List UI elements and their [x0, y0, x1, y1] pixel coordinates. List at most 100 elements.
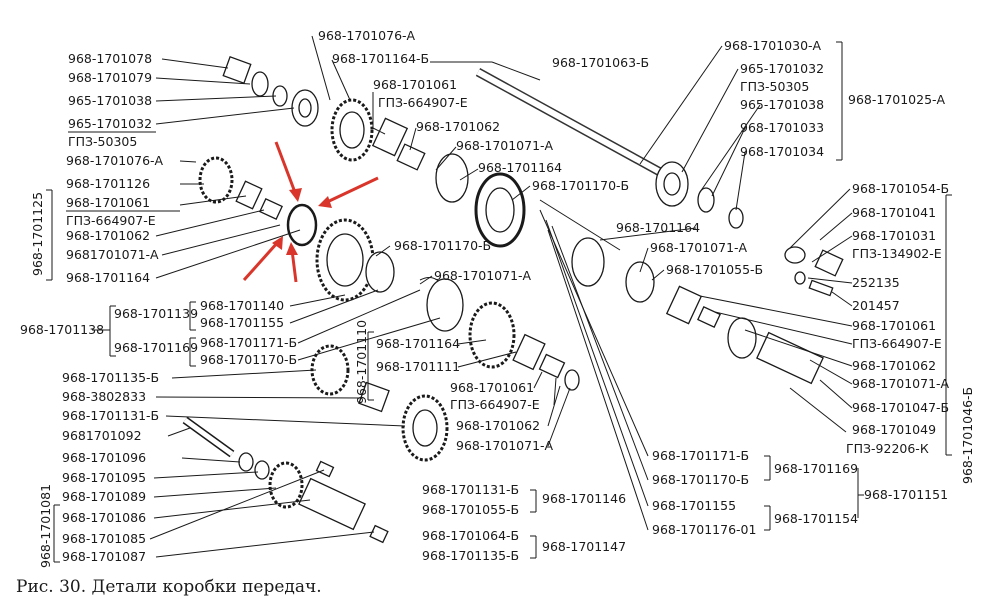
- label: 968-1701031: [852, 228, 936, 243]
- label: 968-1701061: [450, 380, 534, 395]
- countershaft-part: [298, 477, 366, 531]
- label: 9681701071-А: [66, 247, 159, 262]
- reverse-gear-part: [310, 344, 350, 396]
- label: 968-1701033: [740, 120, 824, 135]
- group-label: 968-1701138: [20, 322, 104, 337]
- lock-plate-part: [784, 246, 806, 264]
- bolt-part: [808, 279, 834, 297]
- label: 968-1701164: [376, 336, 460, 351]
- label: 968-1701064-Б: [422, 528, 519, 543]
- large-gear-part: [315, 218, 375, 302]
- left-sleeve-part: [259, 197, 283, 221]
- label: 968-1701170-Б: [200, 352, 297, 367]
- seal-part: [728, 207, 744, 229]
- countershaft-end-2-part: [369, 524, 389, 544]
- highlight-arrows: [242, 141, 379, 283]
- center-sleeve-part: [538, 353, 566, 379]
- label: 968-1701062: [416, 119, 500, 134]
- label: 968-1701071-А: [852, 376, 950, 391]
- label: 968-1701170-Б: [652, 472, 749, 487]
- group-label: 968-1701169: [774, 461, 858, 476]
- labels-right-low: 968-1701061 ГПЗ-664907-Е 968-1701062 968…: [846, 318, 975, 484]
- label: 968-1701061: [373, 77, 457, 92]
- figure-caption: Рис. 30. Детали коробки передач.: [16, 577, 322, 597]
- label: 968-1701062: [852, 358, 936, 373]
- label: 9681701092: [62, 428, 142, 443]
- left-needle-part: [235, 180, 263, 210]
- label: 968-1701079: [68, 70, 152, 85]
- labels-right-top: 968-1701030-А 965-1701032 ГПЗ-50305 965-…: [724, 38, 946, 159]
- label: 968-1701055-Б: [422, 502, 519, 517]
- center-gear-part: [468, 301, 516, 369]
- label: 968-1701071-А: [456, 438, 554, 453]
- synchronizer-part: [474, 172, 526, 248]
- label: 968-1701139: [114, 306, 198, 321]
- reverse-large-gear-part: [401, 394, 449, 462]
- label: 968-1701169: [114, 340, 198, 355]
- leader-lines: [46, 35, 952, 563]
- label: 968-1701049: [852, 422, 936, 437]
- label: 968-1701135-Б: [422, 548, 519, 563]
- labels-top: 968-1701076-А 968-1701164-Б 968-1701061 …: [318, 28, 649, 193]
- label: 968-3802833: [62, 389, 146, 404]
- small-washer-3-part: [254, 460, 270, 480]
- label: 968-1701076-А: [318, 28, 416, 43]
- highlighted-ring-part: [286, 203, 318, 247]
- group-label-vertical: 968-1701046-Б: [960, 387, 975, 484]
- snap-ring-part: [697, 187, 715, 213]
- label: 201457: [852, 298, 900, 313]
- reverse-bearing-part: [358, 381, 390, 413]
- label: ГПЗ-664907-Е: [852, 336, 942, 351]
- center-sync-part: [426, 278, 464, 332]
- label: 968-1701155: [652, 498, 736, 513]
- label: 968-1701061: [66, 195, 150, 210]
- nut-part: [222, 56, 252, 84]
- label: 968-1701061: [852, 318, 936, 333]
- label: 968-1701155: [200, 315, 284, 330]
- label: ГПЗ-134902-Е: [852, 246, 942, 261]
- label: 968-1701140: [200, 298, 284, 313]
- label: 968-1701047-Б: [852, 400, 949, 415]
- coupling-part: [365, 251, 395, 293]
- main-shaft: [539, 199, 621, 251]
- rear-hub-part: [625, 261, 655, 303]
- label: 968-1701041: [852, 205, 936, 220]
- label: 968-1701062: [456, 418, 540, 433]
- label: 968-1701030-А: [724, 38, 822, 53]
- label: 968-1701176-01: [652, 522, 756, 537]
- group-label: 968-1701147: [542, 539, 626, 554]
- label: ГПЗ-92206-К: [846, 441, 929, 456]
- left-gear-part: [198, 156, 234, 204]
- label: 968-1701170-Б: [532, 178, 629, 193]
- label: 968-1701062: [66, 228, 150, 243]
- label: 968-1701170-Б: [394, 238, 491, 253]
- labels-lower-left: 968-1701135-Б 968-3802833 968-1701131-Б …: [38, 370, 159, 568]
- label: 968-1701171-Б: [200, 335, 297, 350]
- group-label: 968-1701151: [864, 487, 948, 502]
- label: 968-1701071-А: [650, 240, 748, 255]
- input-shaft: [475, 68, 663, 176]
- label: 965-1701032: [740, 61, 824, 76]
- labels-right-mid: 968-1701054-Б 968-1701041 968-1701031 ГП…: [616, 181, 949, 313]
- label: 968-1701096: [62, 450, 146, 465]
- center-washer-part: [564, 369, 580, 391]
- label: 968-1701131-Б: [62, 408, 159, 423]
- label: ГПЗ-664907-Е: [378, 95, 468, 110]
- washer-part: [251, 71, 269, 97]
- bearing-part: [291, 89, 319, 127]
- label: 968-1701054-Б: [852, 181, 949, 196]
- group-label-vertical: 968-1701110: [354, 320, 369, 404]
- sync-ring-part: [435, 153, 469, 203]
- labels-center: 968-1701170-Б 968-1701071-А 968-1701140 …: [20, 238, 554, 453]
- label: 968-1701034: [740, 144, 824, 159]
- label: 968-1701078: [68, 51, 152, 66]
- label: 965-1701038: [740, 97, 824, 112]
- label: 968-1701085: [62, 531, 146, 546]
- label: 968-1701164: [478, 160, 562, 175]
- label: ГПЗ-50305: [68, 134, 137, 149]
- label: ГПЗ-664907-Е: [66, 213, 156, 228]
- needle-bearing-part: [371, 117, 409, 157]
- rear-sleeve-part: [697, 305, 721, 329]
- small-washer-2-part: [238, 452, 254, 472]
